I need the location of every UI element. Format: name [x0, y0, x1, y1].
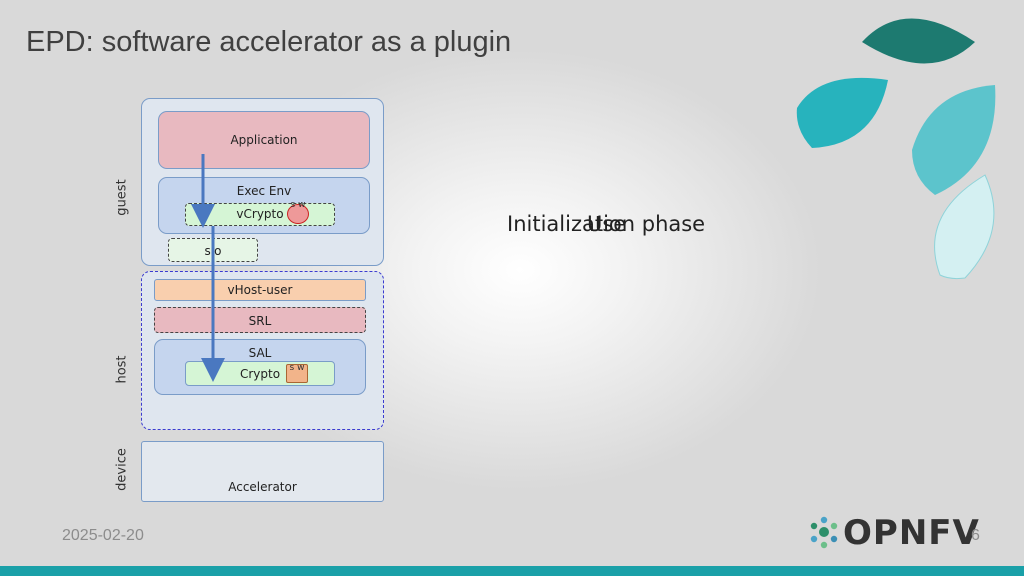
crypto-sw-label: s w	[289, 363, 305, 373]
srl-box	[154, 307, 366, 333]
device-container	[141, 441, 384, 502]
vcrypto-sw-badge	[287, 204, 309, 224]
initialization-phase-text: Initialization phase	[507, 212, 706, 236]
accelerator-label: Accelerator	[228, 480, 297, 494]
leaf-pale	[934, 174, 995, 280]
vhost-user-label: vHost-user	[227, 283, 293, 297]
vcrypto-sw-label: s w	[290, 200, 306, 210]
sal-label: SAL	[248, 346, 272, 360]
leaf-dark	[862, 18, 975, 64]
use-phase-text: Use	[587, 212, 627, 236]
crypto-label: Crypto	[239, 367, 281, 381]
opnfv-logo-text: OPNFV	[843, 513, 980, 553]
vcrypto-label: vCrypto	[236, 207, 284, 221]
host-layer-label: host	[114, 355, 130, 384]
device-layer-label: device	[114, 448, 130, 491]
crypto-sw-badge	[286, 364, 308, 383]
sio-label: sio	[204, 244, 222, 258]
leaf-light	[912, 85, 996, 195]
leaf-mid	[796, 77, 888, 148]
srl-label: SRL	[248, 314, 272, 328]
page-number: 6	[971, 527, 980, 544]
vhost-user-box	[154, 279, 366, 301]
application-label: Application	[230, 133, 298, 147]
opnfv-logo-icon	[810, 516, 838, 549]
exec-env-label: Exec Env	[236, 184, 292, 198]
application-box	[158, 111, 370, 169]
decorative-leaves	[796, 18, 996, 280]
bottom-accent-bar	[0, 566, 1024, 576]
guest-layer-label: guest	[114, 179, 130, 216]
footer-date: 2025-02-20	[62, 527, 144, 544]
slide-title: EPD: software accelerator as a plugin	[26, 26, 512, 58]
